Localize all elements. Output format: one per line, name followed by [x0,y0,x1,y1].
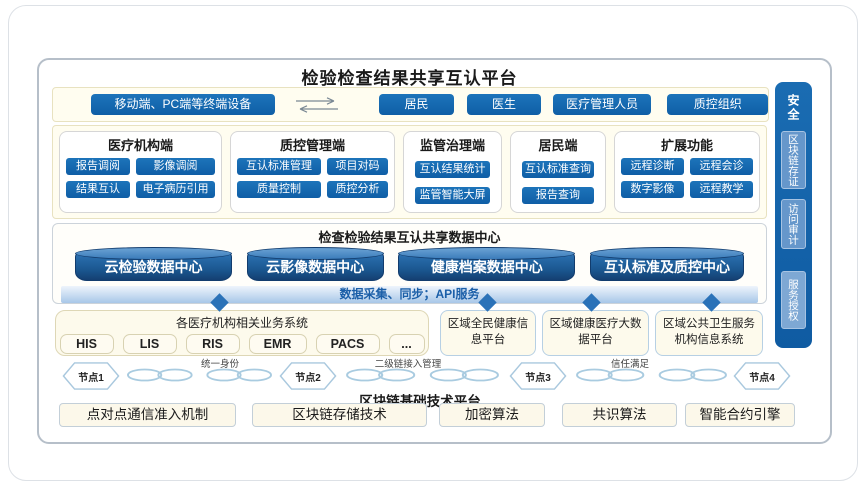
module-emr-reference: 电子病历引用 [136,181,215,198]
regional-health-info-platform: 区域全民健康信息平台 [440,310,536,356]
cylinder-image-data-center: 云影像数据中心 [246,247,384,281]
section-title: 医疗机构端 [107,138,173,153]
section-title: 监管治理端 [419,138,485,153]
module-digital-imaging: 数字影像 [621,181,684,198]
hexagon-node-2: 节点2 [279,361,337,391]
api-service-band: 数据采集、同步；API服务 [61,286,758,303]
tech-encryption: 加密算法 [439,403,545,427]
sidebar-item-access-audit: 访问审计 [781,199,806,249]
module-quality-control: 质量控制 [237,181,321,198]
section-supervision: 监管治理端 互认结果统计 监管智能大屏 [403,131,502,213]
section-title: 居民端 [538,138,578,153]
module-report-view: 报告调阅 [66,158,130,175]
hospital-systems-box: 各医疗机构相关业务系统 HIS LIS RIS EMR PACS ... [55,310,429,356]
data-center-title: 检查检验结果互认共享数据中心 [318,230,501,245]
chain-label-trust: 信任满足 [610,359,649,370]
platform-container: 检验检查结果共享互认平台 移动端、PC端等终端设备 居民 医生 医疗管理人员 质… [37,58,832,444]
access-row: 移动端、PC端等终端设备 居民 医生 医疗管理人员 质控组织 [52,87,769,122]
tech-smart-contract: 智能合约引擎 [685,403,795,427]
chain-link-icon [575,368,728,382]
sidebar-item-service-authorization: 服务授权 [781,271,806,329]
chain-link-icon [345,368,500,382]
page-border [8,5,858,481]
data-center-container: 检查检验结果互认共享数据中心 云检验数据中心 云影像数据中心 健康档案数据中心 … [52,223,767,304]
module-remote-diagnosis: 远程诊断 [621,158,684,175]
module-image-view: 影像调阅 [136,158,215,175]
module-report-query: 报告查询 [521,187,595,204]
chain-label-identity: 统一身份 [200,359,239,370]
section-medical-institution: 医疗机构端 报告调阅 影像调阅 结果互认 电子病历引用 [59,131,222,213]
chain-link-icon [126,368,273,382]
module-remote-teaching: 远程教学 [690,181,753,198]
sync-arrows-icon [291,95,343,115]
module-qc-analysis: 质控分析 [327,181,388,198]
system-lis: LIS [122,334,177,354]
client-sections-row: 医疗机构端 报告调阅 影像调阅 结果互认 电子病历引用 质控管理端 互认标准管理… [52,125,767,219]
terminal-devices-box: 移动端、PC端等终端设备 [91,94,275,115]
role-residents: 居民 [378,94,455,115]
role-qc-organizations: 质控组织 [667,94,768,115]
cylinder-health-record-center: 健康档案数据中心 [398,247,576,281]
system-ris: RIS [185,334,240,354]
tech-p2p-access: 点对点通信准入机制 [59,403,236,427]
security-sidebar: 安全 区块链存证 访问审计 服务授权 [775,82,812,348]
system-more: ... [388,334,425,354]
tech-blockchain-storage: 区块链存储技术 [252,403,427,427]
platform-title: 检验检查结果共享互认平台 [301,69,518,88]
cylinder-standard-qc-center: 互认标准及质控中心 [589,247,744,281]
module-result-recognition: 结果互认 [66,181,130,198]
security-sidebar-title: 安全 [786,94,800,122]
module-recognition-statistics: 互认结果统计 [415,161,490,178]
sidebar-item-blockchain-evidence: 区块链存证 [781,131,806,189]
module-project-coding: 项目对码 [327,158,388,175]
tech-consensus: 共识算法 [562,403,677,427]
public-health-service-systems: 区域公共卫生服务机构信息系统 [655,310,763,356]
section-title: 扩展功能 [660,138,713,153]
module-standard-management: 互认标准管理 [237,158,321,175]
hospital-systems-title: 各医疗机构相关业务系统 [175,316,308,330]
module-supervision-screen: 监管智能大屏 [415,187,490,204]
system-emr: EMR [248,334,307,354]
hexagon-node-3: 节点3 [509,361,567,391]
data-stores-row: 云检验数据中心 云影像数据中心 健康档案数据中心 互认标准及质控中心 [75,247,744,283]
cylinder-lab-data-center: 云检验数据中心 [75,247,232,281]
system-pacs: PACS [315,334,380,354]
section-residents: 居民端 互认标准查询 报告查询 [510,131,606,213]
section-qc-management: 质控管理端 互认标准管理 项目对码 质量控制 质控分析 [230,131,395,213]
module-standard-query: 互认标准查询 [521,161,595,178]
section-extended-functions: 扩展功能 远程诊断 远程会诊 数字影像 远程教学 [614,131,760,213]
role-medical-admins: 医疗管理人员 [552,94,652,115]
module-remote-consultation: 远程会诊 [690,158,753,175]
chain-label-secondary-access: 二级链接入管理 [374,359,442,370]
role-doctors: 医生 [467,94,541,115]
regional-bigdata-platform: 区域健康医疗大数据平台 [542,310,649,356]
system-his: HIS [59,334,114,354]
hexagon-node-4: 节点4 [733,361,791,391]
section-title: 质控管理端 [279,138,345,153]
hexagon-node-1: 节点1 [62,361,120,391]
